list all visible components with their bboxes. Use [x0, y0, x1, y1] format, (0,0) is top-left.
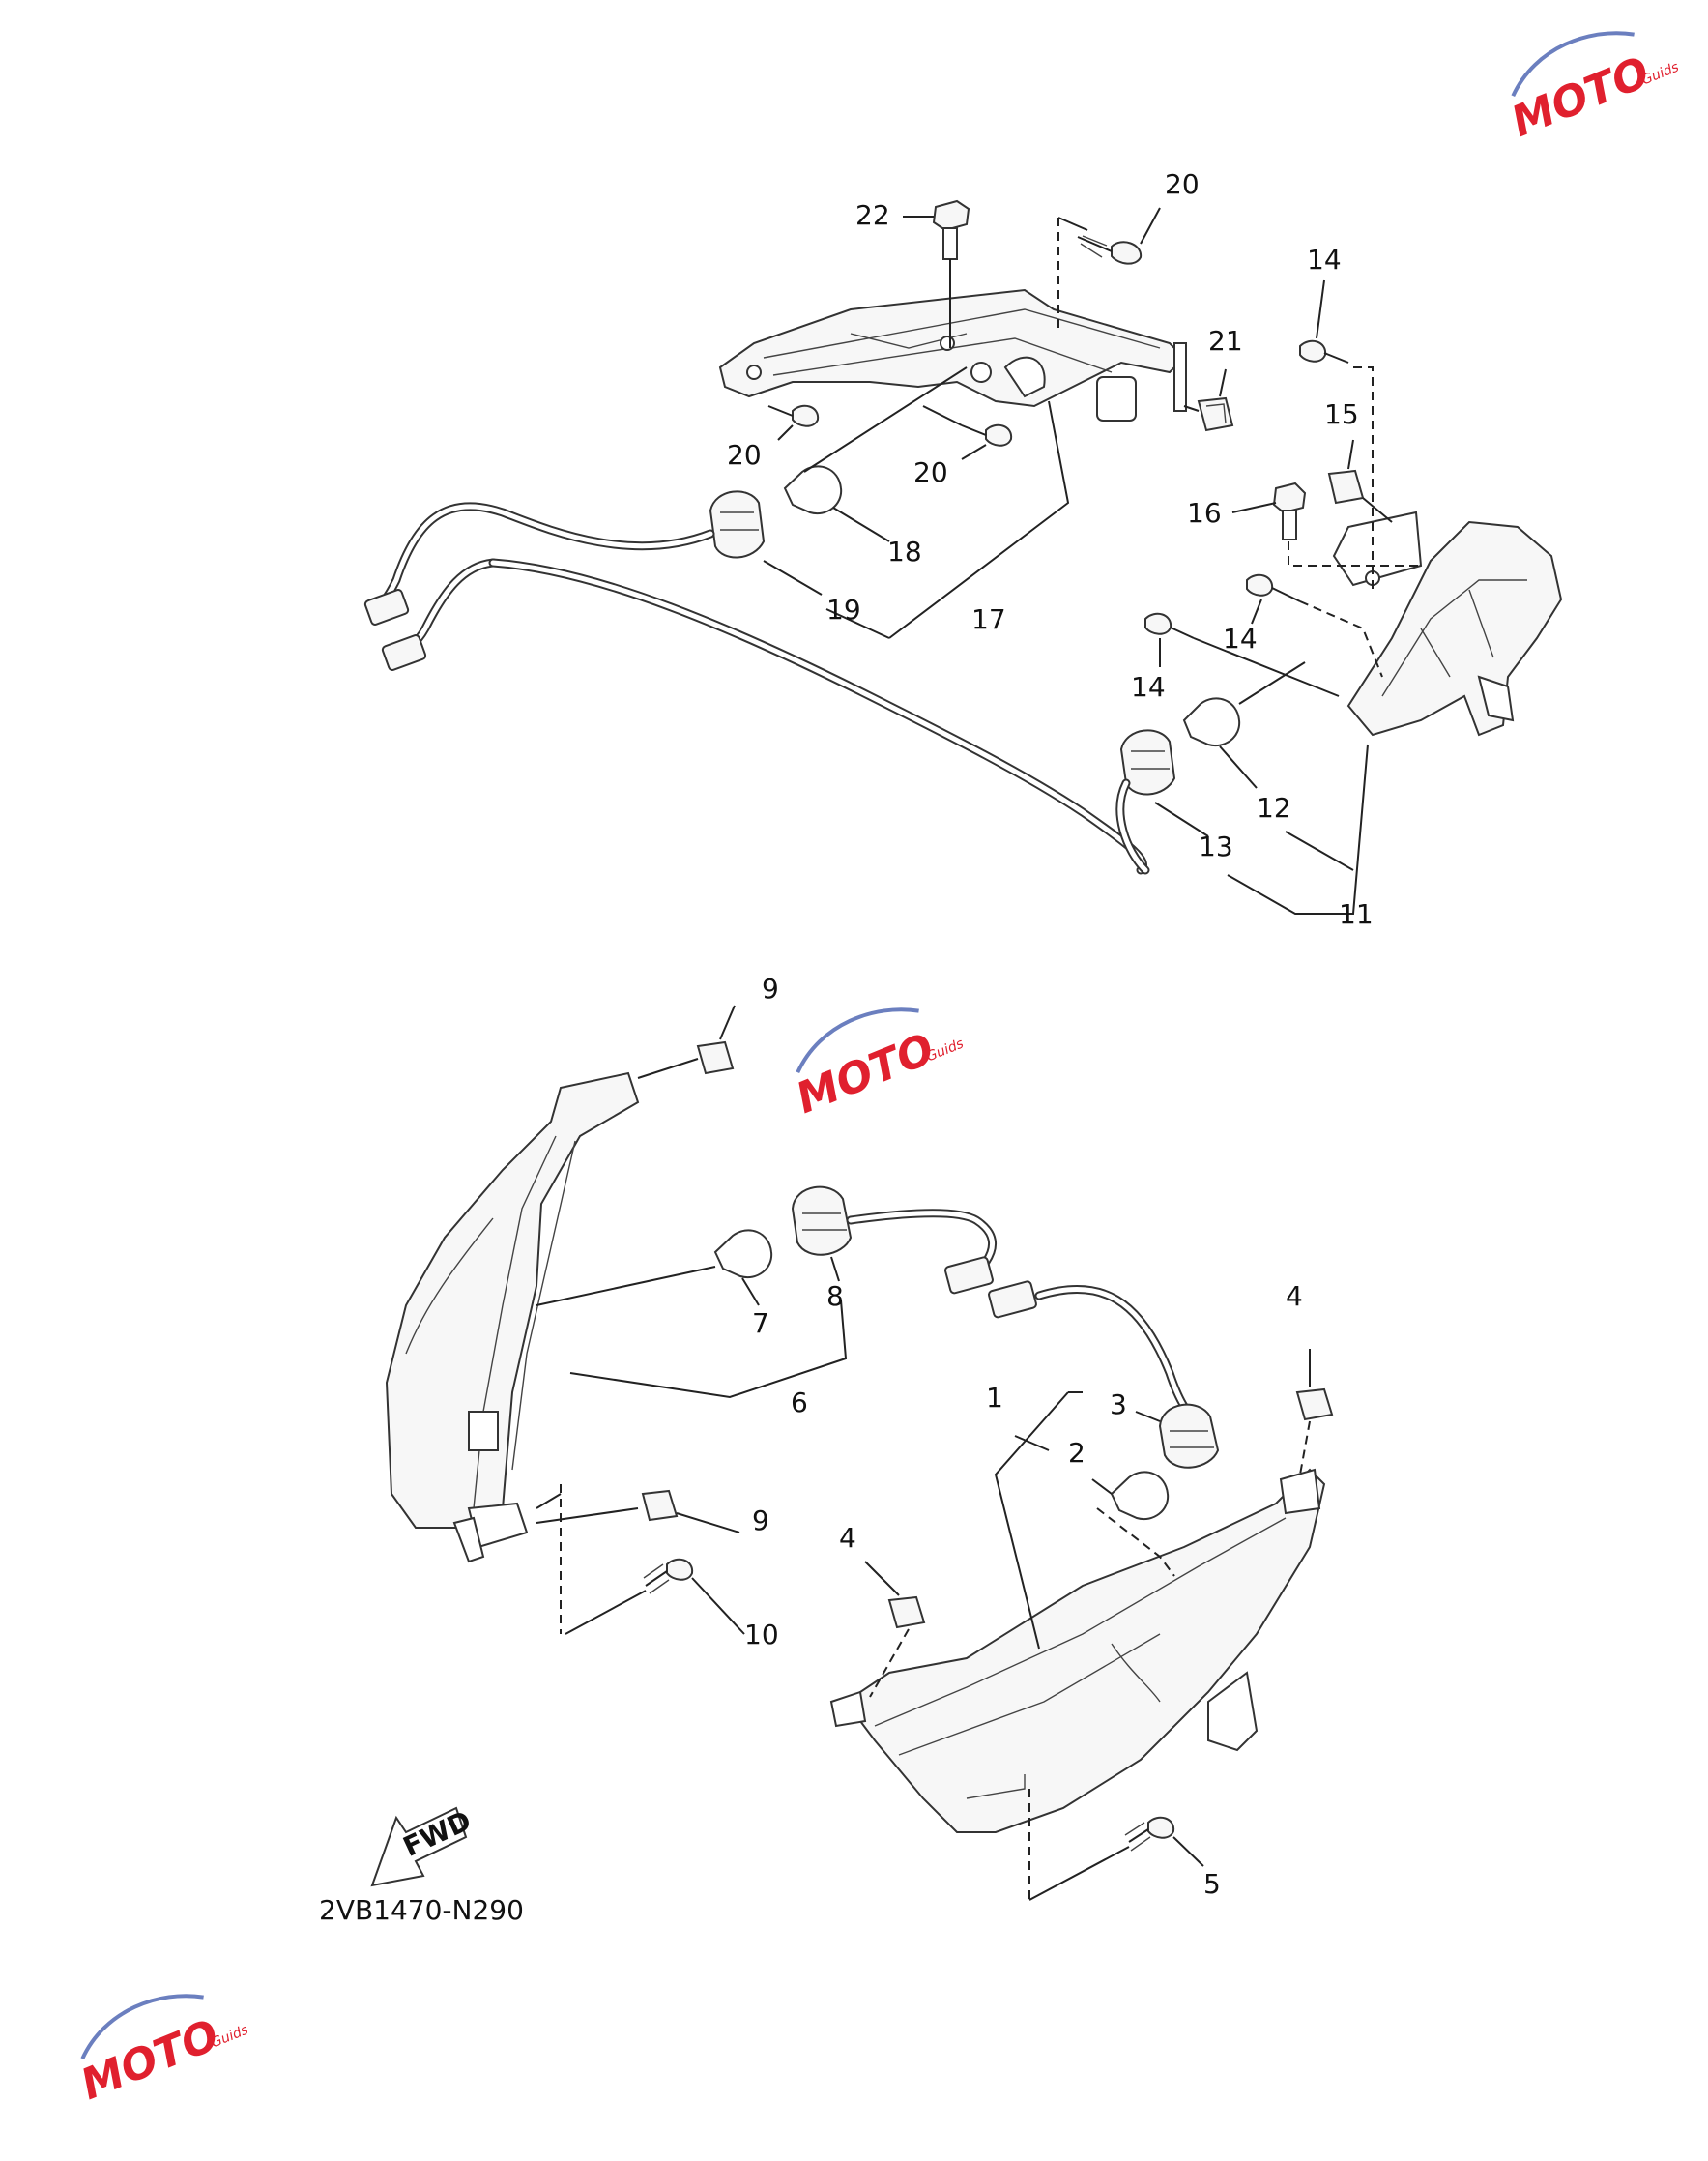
svg-text:Guids: Guids — [1639, 60, 1681, 89]
callout-14: 14 — [1131, 671, 1166, 703]
screw-14-middle — [1246, 573, 1383, 678]
svg-text:Guids: Guids — [924, 1037, 966, 1066]
tail-light-bracket-assembly — [718, 288, 1187, 422]
svg-text:MOTO: MOTO — [790, 1024, 941, 1124]
svg-text:Guids: Guids — [209, 2023, 250, 2052]
callout-15: 15 — [1324, 398, 1359, 430]
callout-19: 19 — [826, 594, 861, 626]
callout-20: 20 — [913, 456, 948, 488]
watermark-logo-middle: MOTO Guids — [790, 1007, 966, 1124]
callout-20: 20 — [727, 439, 762, 471]
clip-nut-4-left — [864, 1561, 926, 1698]
screw-20-middle — [922, 405, 1013, 460]
callout-14: 14 — [1307, 244, 1342, 276]
callout-7: 7 — [752, 1307, 769, 1339]
bulb-7 — [536, 1229, 773, 1306]
bolt-16 — [1231, 482, 1421, 567]
socket-13 — [1115, 729, 1209, 875]
bulb-2 — [1091, 1471, 1175, 1577]
callout-16: 16 — [1187, 497, 1222, 529]
callout-12: 12 — [1257, 792, 1291, 824]
callout-18: 18 — [887, 536, 922, 568]
left-turn-signal-lens — [385, 1071, 640, 1563]
socket-3 — [1135, 1403, 1220, 1469]
bulb-18 — [783, 366, 968, 542]
callout-2: 2 — [1068, 1437, 1086, 1469]
watermark-logo-top-right: MOTO Guids — [1505, 31, 1681, 147]
callout-21: 21 — [1208, 325, 1243, 357]
clip-nut-9-top — [637, 1005, 736, 1079]
callout-6: 6 — [791, 1387, 808, 1418]
callout-9: 9 — [752, 1504, 769, 1536]
screw-10 — [565, 1558, 745, 1635]
callout-3: 3 — [1110, 1388, 1127, 1420]
svg-text:MOTO: MOTO — [74, 2010, 226, 2110]
callout-13: 13 — [1199, 831, 1233, 862]
leader-6 — [569, 1300, 848, 1399]
forward-direction-arrow: FWD — [370, 1804, 476, 1887]
callout-8: 8 — [826, 1280, 844, 1312]
screw-14-top — [1299, 279, 1374, 595]
callout-20: 20 — [1165, 168, 1200, 200]
socket-19 — [709, 490, 823, 596]
callout-17: 17 — [971, 603, 1006, 635]
callout-4: 4 — [1286, 1280, 1303, 1312]
callout-9: 9 — [762, 973, 779, 1005]
callout-4: 4 — [839, 1522, 856, 1554]
screw-20-top — [1057, 207, 1161, 334]
callout-14: 14 — [1223, 623, 1258, 655]
callout-10: 10 — [744, 1619, 779, 1650]
leader-11 — [1227, 744, 1369, 915]
watermark-logo-bottom-left: MOTO Guids — [74, 1994, 250, 2110]
screw-5 — [1028, 1789, 1204, 1901]
front-wiring-harness — [846, 1209, 1203, 1426]
callout-1: 1 — [986, 1382, 1003, 1414]
leader-1 — [994, 1391, 1083, 1650]
screw-14-lower — [1144, 612, 1340, 697]
license-light-housing — [1332, 511, 1563, 737]
socket-8 — [791, 1185, 853, 1282]
clip-nut-9-lower — [536, 1484, 740, 1634]
diagram-code: 2VB1470-N290 — [319, 1894, 524, 1926]
bulb-12 — [1182, 661, 1306, 789]
svg-text:MOTO: MOTO — [1505, 47, 1657, 147]
right-turn-signal-lens — [829, 1468, 1326, 1833]
leader-17 — [825, 400, 1070, 639]
callout-5: 5 — [1203, 1868, 1221, 1900]
callout-22: 22 — [855, 199, 890, 231]
clip-nut-4-right — [1295, 1349, 1334, 1475]
tail-light-wiring-harness — [363, 502, 1147, 875]
callout-11: 11 — [1339, 898, 1374, 930]
clip-nut-15 — [1327, 439, 1393, 523]
flange-bolt-22 — [903, 199, 970, 348]
screw-20-left — [767, 404, 820, 441]
clip-nut-21 — [1183, 368, 1234, 432]
fwd-label: FWD — [398, 1804, 476, 1863]
